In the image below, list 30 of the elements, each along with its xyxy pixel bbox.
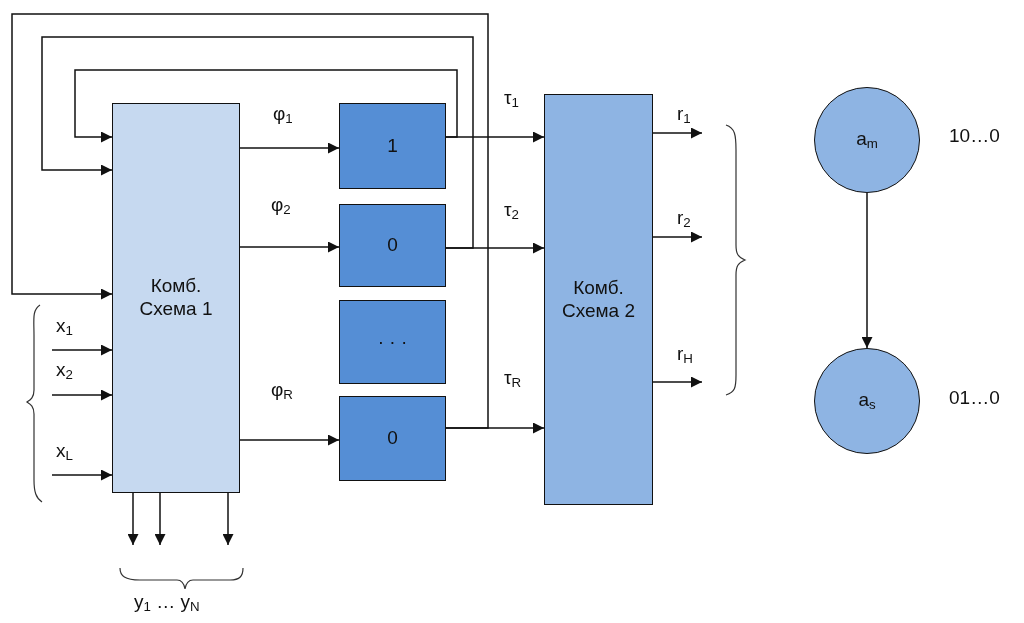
block-label: Комб. Схема 1 <box>138 275 214 321</box>
combinational-circuit-block <box>544 94 653 505</box>
arrow <box>239 142 340 154</box>
arrow <box>74 69 458 143</box>
arrow <box>239 434 340 446</box>
arrow <box>154 492 166 546</box>
register-cell <box>339 300 446 384</box>
arrow <box>652 127 703 139</box>
arrow <box>222 492 234 546</box>
cell-value: 0 <box>387 234 398 257</box>
state-label: a$_{s}$ <box>858 388 876 414</box>
cell-value: · · · <box>377 330 408 354</box>
arrow <box>652 376 703 388</box>
arrow <box>51 469 113 481</box>
combinational-circuit-block <box>112 103 240 493</box>
arrow <box>861 192 873 349</box>
register-cell <box>339 204 446 287</box>
arrow <box>11 13 489 429</box>
arrow <box>652 231 703 243</box>
arrow <box>41 36 474 249</box>
register-cell <box>339 103 446 189</box>
arrow <box>51 389 113 401</box>
arrow <box>51 344 113 356</box>
register-cell <box>339 396 446 481</box>
arrow <box>127 492 139 546</box>
state-label: a$_{m}$ <box>856 127 878 153</box>
cell-value: 1 <box>387 134 398 158</box>
arrow <box>239 241 340 253</box>
cell-value: 0 <box>387 427 398 450</box>
block-label: Комб. Схема 2 <box>560 276 637 323</box>
